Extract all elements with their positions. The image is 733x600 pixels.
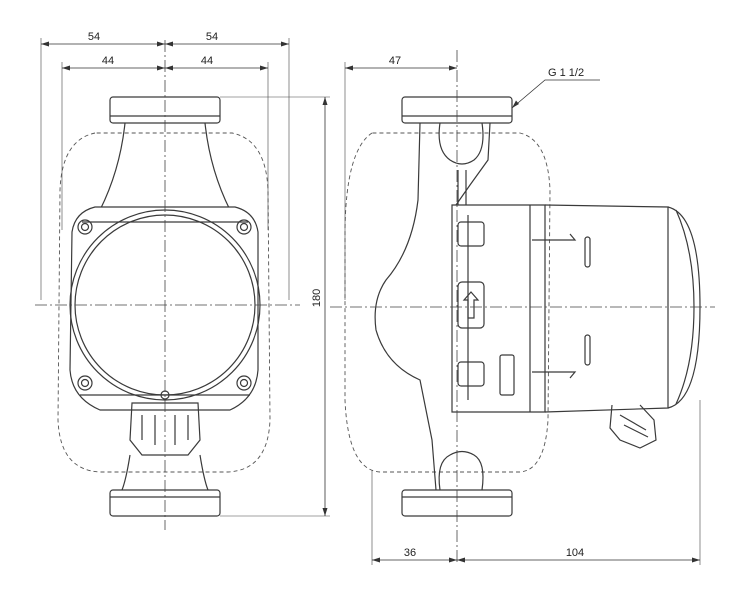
dim-top-inner-left: 44: [102, 55, 114, 67]
dim-bottom-right: 104: [566, 547, 584, 559]
thread-callout: G 1 1/2: [548, 67, 584, 79]
side-envelope-outline: [344, 132, 551, 473]
dim-height: 180: [311, 289, 323, 307]
front-bolts: [77, 219, 252, 391]
side-motor-front-plate: [451, 204, 546, 413]
flow-direction-arrow-icon: [462, 291, 480, 319]
front-pump-body: [69, 206, 259, 411]
dim-bottom-left: 36: [404, 547, 416, 559]
side-volute-body: [374, 122, 491, 491]
thread-leader-line: [511, 79, 600, 109]
dim-top-inner-right: 44: [201, 55, 213, 67]
side-view: [344, 96, 701, 517]
front-top-neck: [99, 122, 231, 211]
side-motor-can: [544, 204, 669, 413]
side-connector-plug: [609, 404, 657, 449]
dim-top-outer-left: 54: [88, 31, 100, 43]
dim-side-top: 47: [389, 55, 401, 67]
front-view: [57, 96, 271, 517]
front-connector-box: [129, 402, 201, 456]
front-envelope-outline: [57, 132, 271, 473]
side-flow-arrow-box: [457, 281, 485, 329]
dim-top-outer-right: 54: [206, 31, 218, 43]
